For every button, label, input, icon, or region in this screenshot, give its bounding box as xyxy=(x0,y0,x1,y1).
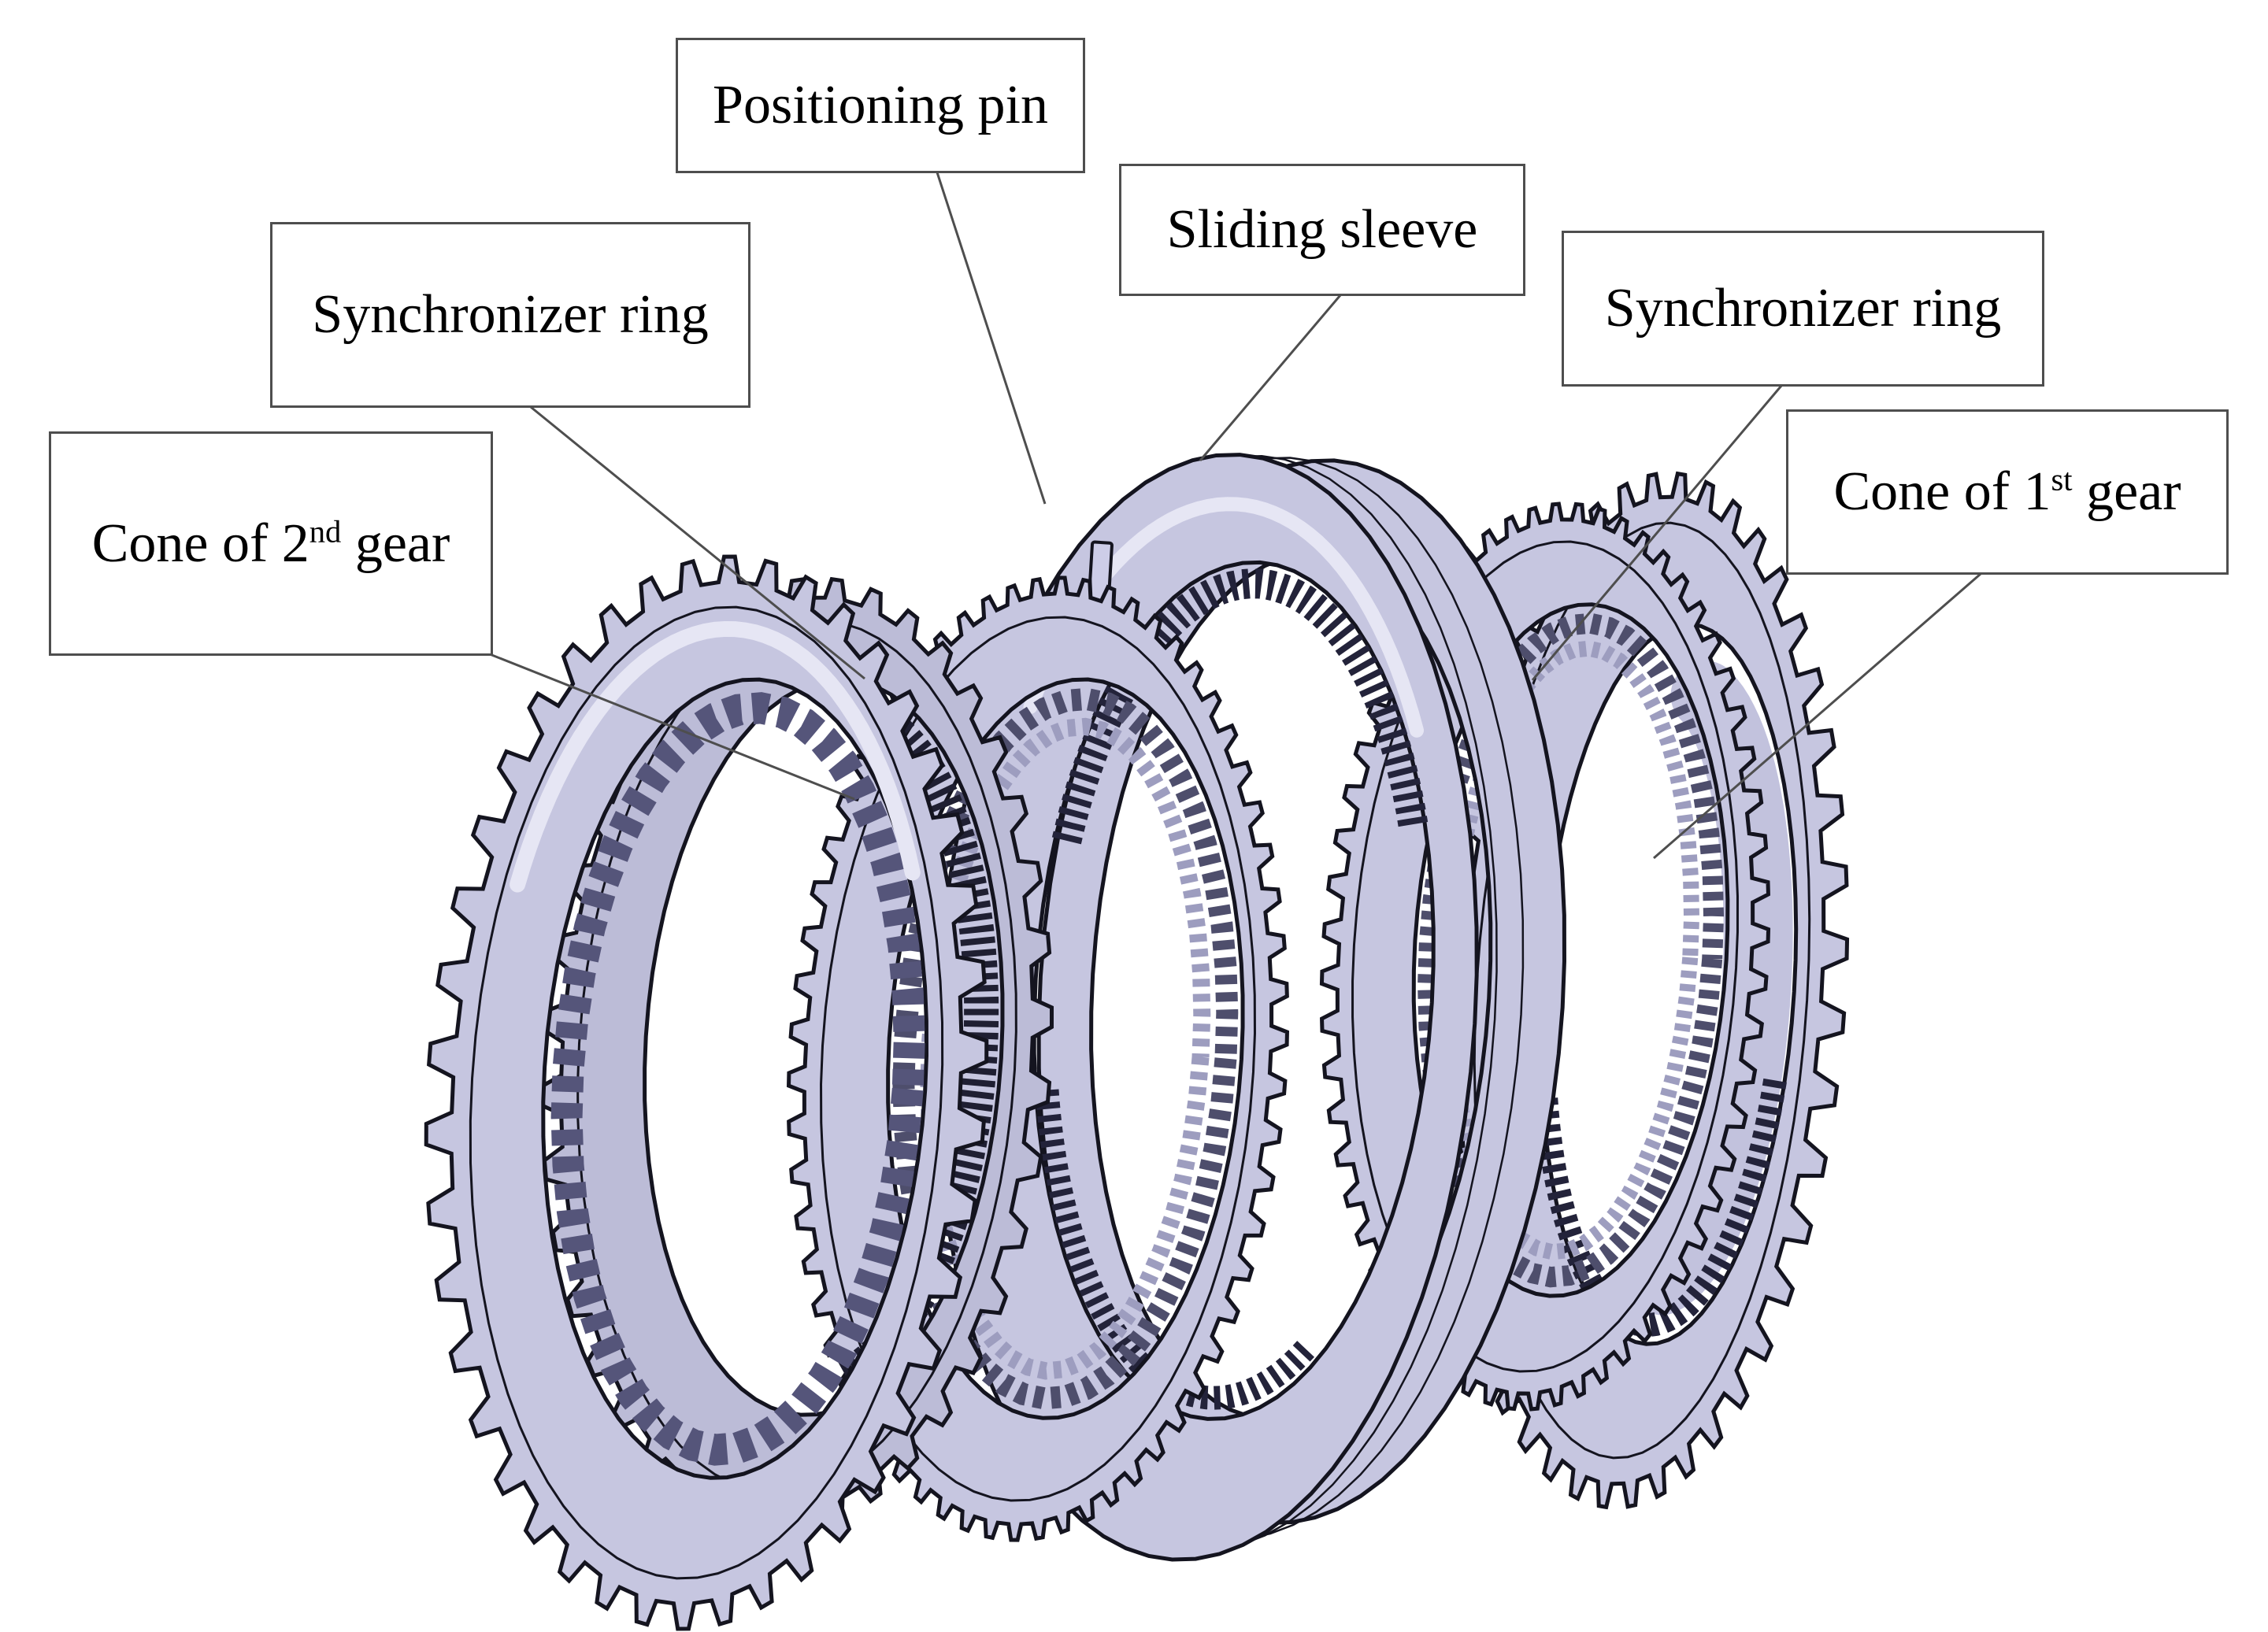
inner-teeth-detail xyxy=(1418,612,1725,1288)
label-sliding-sleeve-text: Sliding sleeve xyxy=(1166,199,1478,260)
leader-lines xyxy=(489,172,1981,860)
label-synchronizer-ring-left: Synchronizer ring xyxy=(270,222,750,408)
leader-line-cone-2nd-gear xyxy=(489,653,855,801)
cone-of-2nd-gear-model-body xyxy=(424,554,989,1631)
label-cone-of-2nd-gear: Cone of 2nd gear xyxy=(49,431,493,656)
ordinal-superscript: nd xyxy=(309,513,342,550)
label-sliding-sleeve: Sliding sleeve xyxy=(1119,164,1525,296)
label-cone-of-1st-gear-text: Cone of 1st gear xyxy=(1833,461,2181,522)
label-cone-of-1st-gear: Cone of 1st gear xyxy=(1786,409,2229,575)
leader-line-synchronizer-ring-left xyxy=(530,405,865,680)
cone-of-2nd-gear-model-rim-edge xyxy=(469,605,944,1580)
label-positioning-pin: Positioning pin xyxy=(676,38,1085,173)
synchronizer-assembly-model xyxy=(424,453,1850,1631)
leader-line-synchronizer-ring-right xyxy=(1531,385,1783,681)
label-cone-of-2nd-gear-text: Cone of 2nd gear xyxy=(91,513,450,574)
synchronizer-ring-right-model-rim-edge xyxy=(1351,540,1739,1373)
leader-line-sliding-sleeve xyxy=(1199,294,1342,461)
leader-line-positioning-pin xyxy=(936,172,1047,505)
label-positioning-pin-text: Positioning pin xyxy=(713,75,1048,135)
inner-teeth-detail xyxy=(1442,640,1700,1260)
cone-of-2nd-gear-crown-model-rim-edge xyxy=(576,619,1017,1494)
label-synchronizer-ring-right-text: Synchronizer ring xyxy=(1604,278,2002,339)
ordinal-superscript: st xyxy=(2051,461,2073,498)
gear-highlight xyxy=(510,620,921,893)
inner-teeth-detail xyxy=(1035,1084,1315,1410)
label-synchronizer-ring-right: Synchronizer ring xyxy=(1562,231,2044,387)
label-synchronizer-ring-left-text: Synchronizer ring xyxy=(312,284,709,345)
cone-of-2nd-gear-model xyxy=(424,554,989,1631)
inner-teeth-detail xyxy=(550,692,925,1466)
leader-line-cone-1st-gear xyxy=(1653,572,1981,860)
synchronizer-ring-left-model-rim-edge xyxy=(820,616,1256,1502)
inner-teeth-detail xyxy=(892,687,1239,1410)
